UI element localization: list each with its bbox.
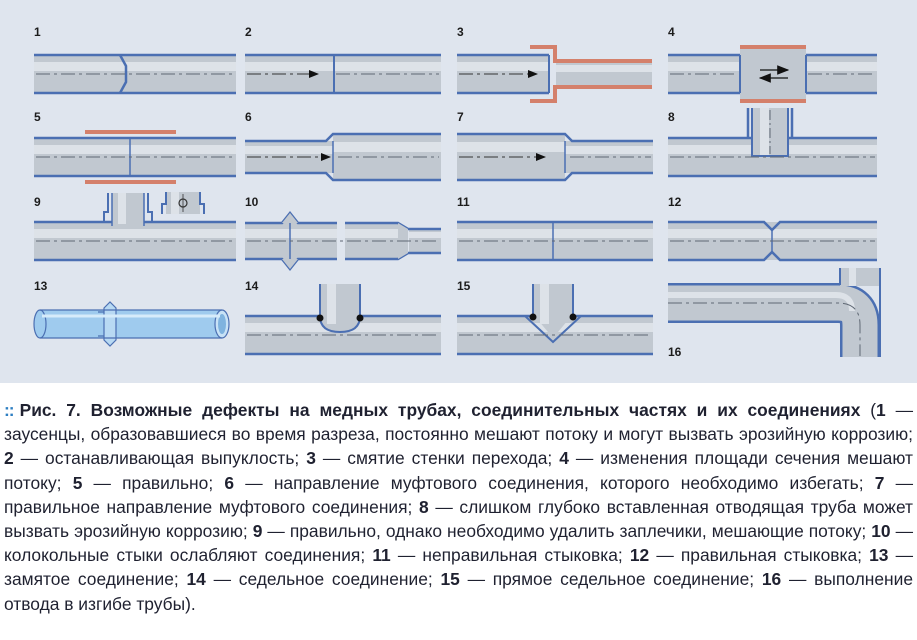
- panel-3-crushed-transition: 3: [457, 25, 652, 103]
- caption-bullet-icon: ::: [4, 400, 15, 420]
- panel-label-14: 14: [245, 279, 259, 293]
- item-number: 13: [869, 545, 889, 566]
- panel-2-stop-bulge: 2: [245, 25, 441, 95]
- panel-label-3: 3: [457, 25, 464, 39]
- panel-label-11: 11: [457, 195, 470, 209]
- item-text: — заусенцы, образовавшиеся во время разр…: [4, 400, 913, 445]
- pipe-defects-diagram: 1 2 3 4: [33, 25, 881, 359]
- panel-12-correct-butt: 12: [668, 195, 877, 262]
- panel-label-16: 16: [668, 345, 682, 359]
- item-text: — слишком глубоко вставленная отводящая …: [4, 496, 914, 542]
- caption-title: Рис. 7. Возможные дефекты на медных труб…: [19, 400, 861, 420]
- item-number: 5: [72, 472, 83, 493]
- panel-label-7: 7: [457, 110, 464, 124]
- panel-10-bell-joints: 10: [245, 195, 441, 272]
- item-text: — направление муфтового соединения, кото…: [234, 472, 875, 493]
- item-text: — неправильная стыковка;: [390, 545, 630, 566]
- panel-15-straight-saddle: 15: [457, 279, 653, 356]
- item-text: — смятие стенки перехода;: [315, 448, 560, 469]
- panel-4-section-change: 4: [668, 25, 877, 103]
- panel-8-deep-branch: 8: [668, 108, 877, 178]
- item-number: 12: [629, 545, 650, 566]
- item-text: — останавливающая выпуклость;: [13, 448, 307, 469]
- panel-label-2: 2: [245, 25, 252, 39]
- item-text: — правильно;: [82, 472, 225, 493]
- item-number: 2: [4, 448, 14, 469]
- item-text: — выполнение отвода в изгибе трубы).: [4, 569, 913, 614]
- item-number: 14: [186, 569, 206, 590]
- panel-9-shoulders: 9: [34, 192, 236, 262]
- item-number: 10: [871, 521, 891, 542]
- item-number: 1: [876, 400, 886, 420]
- panel-label-15: 15: [457, 279, 471, 293]
- item-text: — прямое седельное соединение;: [459, 569, 762, 590]
- panel-label-4: 4: [668, 25, 675, 39]
- panel-7-correct-direction: 7: [457, 110, 653, 182]
- panel-1-burr: 1: [34, 25, 236, 95]
- item-text: — правильное направление муфтового соеди…: [4, 472, 914, 517]
- diagram-panel: 1 2 3 4: [0, 0, 917, 383]
- item-number: 16: [761, 569, 782, 590]
- item-text: — колокольные стыки ослабляют соединения…: [4, 521, 913, 566]
- item-number: 15: [440, 569, 460, 590]
- panel-label-1: 1: [34, 25, 41, 39]
- item-text: — правильно, однако необходимо удалить з…: [262, 521, 872, 542]
- item-text: — замятое соединение;: [4, 545, 914, 590]
- panel-13-crushed-joint: 13: [33, 279, 230, 347]
- panel-label-10: 10: [245, 195, 259, 209]
- panel-14-saddle: 14: [245, 279, 441, 356]
- item-text: — изменения площади сечения мешают поток…: [4, 448, 913, 493]
- panel-label-8: 8: [668, 110, 675, 124]
- item-number: 7: [874, 472, 885, 493]
- item-number: 4: [559, 448, 569, 469]
- item-number: 8: [419, 496, 429, 517]
- item-number: 9: [252, 521, 263, 542]
- item-number: 6: [224, 472, 235, 493]
- panel-label-13: 13: [34, 279, 48, 293]
- item-text: — правильная стыковка;: [649, 545, 870, 566]
- panel-5-correct: 5: [34, 110, 236, 184]
- item-number: 3: [306, 448, 316, 469]
- panel-label-9: 9: [34, 195, 41, 209]
- panel-label-5: 5: [34, 110, 41, 124]
- panel-16-bend: 16: [668, 268, 881, 359]
- panel-6-wrong-direction: 6: [245, 110, 441, 182]
- figure-caption: ::Рис. 7. Возможные дефекты на медных тр…: [4, 400, 914, 614]
- panel-label-12: 12: [668, 195, 682, 209]
- item-number: 11: [372, 545, 391, 566]
- item-text: — седельное соединение;: [205, 569, 441, 590]
- panel-label-6: 6: [245, 110, 252, 124]
- panel-11-wrong-butt: 11: [457, 195, 653, 262]
